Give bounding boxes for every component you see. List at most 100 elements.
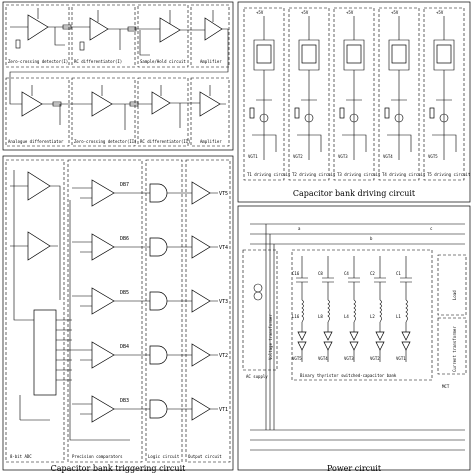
driver-box-5 [423, 7, 465, 181]
driver-box-3 [333, 7, 375, 181]
capacitor-label-4: C2 [370, 271, 375, 276]
label-amp1: Amplifier [200, 59, 222, 64]
driver-wiring-3 [342, 16, 367, 160]
load-label: Load [452, 290, 457, 300]
ct-label: Current transformer [452, 326, 457, 372]
gate-label-3: VGT3 [338, 154, 348, 159]
driver-box-1 [243, 7, 285, 181]
inductor-5 [405, 299, 408, 323]
phase-c-label: c [430, 226, 433, 231]
signal-panel-border [2, 1, 234, 151]
comparator-label-1: DB7 [120, 182, 129, 188]
comparator-section [67, 159, 143, 463]
transistor-3 [349, 113, 359, 123]
logic-section [145, 159, 183, 463]
driver-wiring-4 [387, 16, 412, 160]
thyristor-4 [375, 331, 385, 351]
mct-label: MCT [442, 384, 450, 389]
branch-wiring-2 [322, 256, 334, 362]
output-driver-4 [191, 343, 211, 367]
trigger-panel-title: Capacitor bank triggering circuit [51, 464, 186, 473]
phase-b-label: b [370, 236, 373, 241]
driver-resistor-2 [294, 107, 300, 119]
power-panel-border [237, 205, 471, 471]
label-output: Output circuit [188, 454, 222, 459]
comparator-opamp-4 [91, 341, 115, 369]
optocoupler-3 [346, 44, 362, 64]
comparator-opamp-1 [91, 179, 115, 207]
comparator-label-4: DB4 [120, 344, 129, 350]
output-section [185, 159, 231, 463]
comparator-wiring-2 [72, 241, 218, 253]
driver-resistor-4 [384, 107, 390, 119]
logic-gate-2 [149, 237, 168, 257]
driving-panel-border [237, 1, 471, 203]
inductor-2 [327, 299, 330, 323]
trigger-panel-border [2, 155, 234, 471]
ac-supply-label: AC supply [246, 374, 268, 379]
output-label-1: VT5 [219, 191, 228, 197]
block-amp2 [190, 77, 230, 147]
output-label-4: VT2 [219, 353, 228, 359]
driver-resistor-5 [429, 107, 435, 119]
comparator-label-5: DB3 [120, 398, 129, 404]
logic-gate-5 [149, 399, 168, 419]
driver-wiring-2 [297, 16, 322, 160]
transistor-1 [259, 113, 269, 123]
driver-wiring-1 [252, 16, 277, 160]
comparator-wiring-1 [72, 187, 218, 199]
capacitor-label-5: C1 [396, 271, 401, 276]
inductor-label-5: L1 [396, 314, 401, 319]
label-amp2: Amplifier [200, 139, 222, 144]
opamp-amp1 [204, 17, 223, 41]
capacitor-label-1: C16 [292, 271, 300, 276]
ct-box [437, 317, 467, 375]
thyristor-5 [401, 331, 411, 351]
optocoupler-1 [256, 44, 272, 64]
adc-section [5, 159, 65, 463]
thyristor-gate-label-5: VGT1 [396, 356, 406, 361]
logic-gate-4 [149, 345, 168, 365]
capacitor-bank-box [291, 249, 433, 381]
output-driver-1 [191, 181, 211, 205]
voltage-transformer-label: Voltage transformer [268, 314, 273, 360]
label-rc1: RC differentiator(I) [74, 59, 122, 64]
driver-label-4: T4 driving circuit [382, 172, 426, 177]
block-zcd2 [71, 77, 136, 147]
gate-label-5: VGT5 [428, 154, 438, 159]
block-zcd1 [5, 4, 70, 68]
block-rc1 [71, 4, 136, 68]
driver-label-5: T5 driving circuit [427, 172, 471, 177]
inductor-4 [379, 299, 382, 323]
power-panel: a b c Voltage transformer AC supply C16L… [237, 205, 471, 473]
comparator-label-3: DB5 [120, 290, 129, 296]
phase-a-label: a [298, 226, 301, 231]
inductor-3 [353, 299, 356, 323]
driver-box-2 [288, 7, 330, 181]
output-driver-5 [191, 397, 211, 421]
adc-chip [33, 309, 57, 396]
label-diff: Analogue differentiator [8, 139, 64, 144]
label-adc: 8-bit ADC [10, 454, 32, 459]
transistor-5 [439, 113, 449, 123]
branch-wiring-4 [374, 256, 386, 362]
driver-supply-1: +5V [256, 10, 264, 15]
driver-resistor-1 [249, 107, 255, 119]
branch-wiring-5 [400, 256, 412, 362]
label-sh: Sample/Hold circuit [140, 59, 186, 64]
vt-coil-2 [253, 291, 263, 301]
optocoupler-2 [301, 44, 317, 64]
driver-supply-4: +5V [391, 10, 399, 15]
driver-supply-3: +5V [346, 10, 354, 15]
capacitor-bank-label: Binary thyristor switched-capacitor bank [300, 373, 397, 378]
